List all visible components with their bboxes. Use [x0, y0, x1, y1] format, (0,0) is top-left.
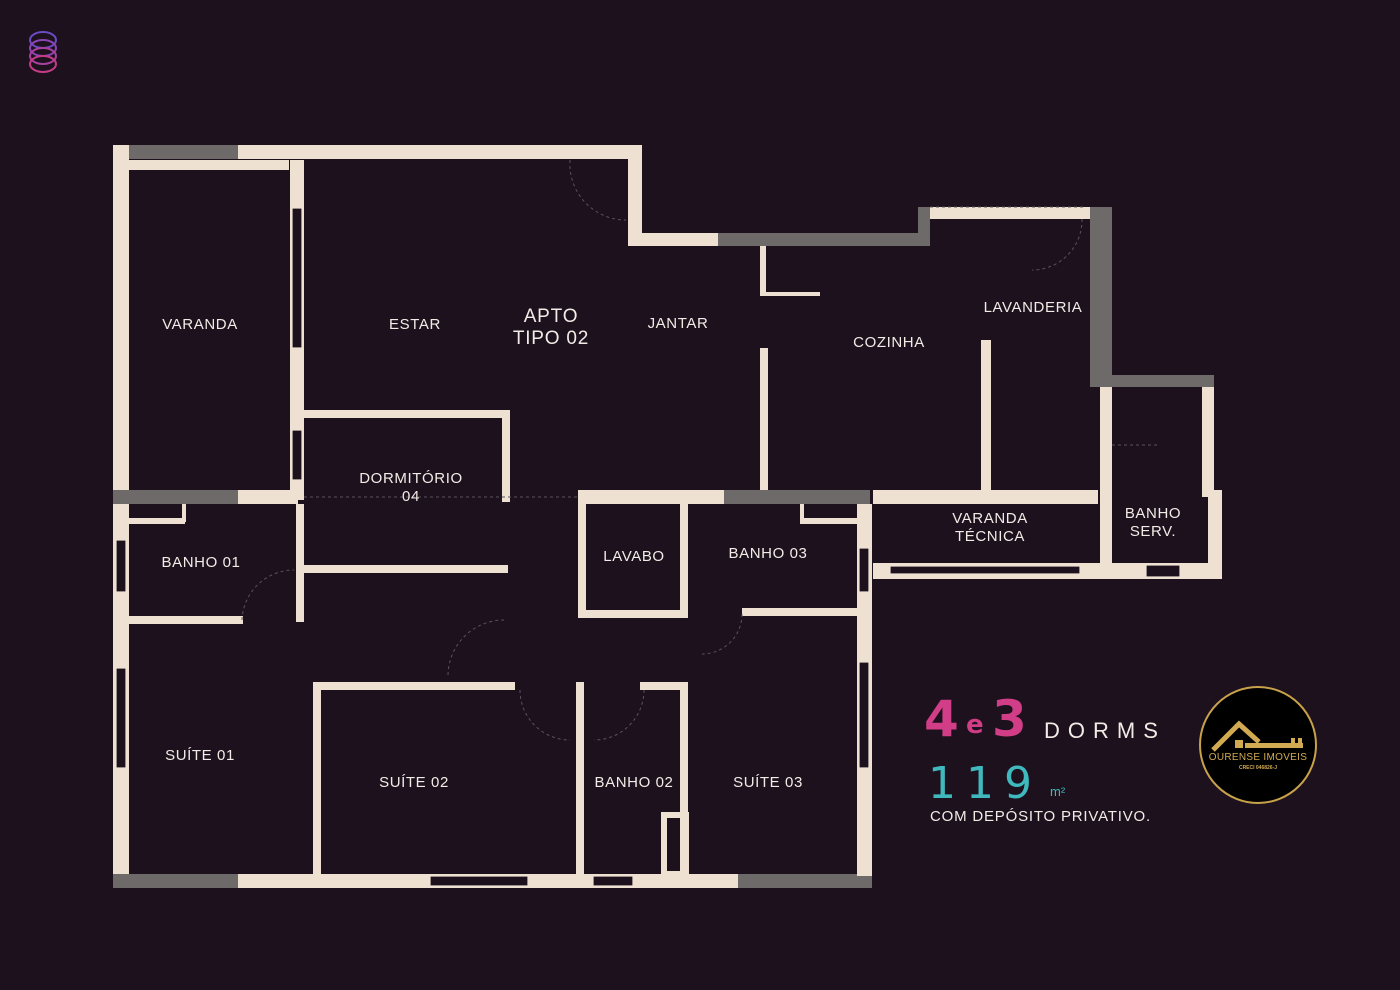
room-suite-01: SUÍTE 01 [165, 747, 235, 764]
wall-lav-top [930, 207, 1090, 219]
deposit-note: COM DEPÓSITO PRIVATIVO. [930, 808, 1151, 825]
wall-mid-concrete-left [113, 490, 238, 504]
wall-jantar-stub-h [760, 292, 820, 296]
wall-banho3-stub-h [800, 518, 857, 524]
wall-jantar-divider [760, 348, 768, 490]
wall-dorm4-bottom [304, 565, 508, 573]
wall-top [238, 145, 642, 159]
wall-top-concrete [113, 145, 238, 159]
room-banho-03: BANHO 03 [728, 545, 808, 562]
room-suite-03: SUÍTE 03 [733, 774, 803, 791]
door-swings [241, 159, 1160, 741]
plan-title-line1: APTO [523, 306, 579, 327]
wall-bottom-concrete-right [738, 874, 872, 888]
apartment-info: 4 e 3 DORMS 119 m² COM DEPÓSITO PRIVATIV… [922, 690, 1182, 840]
wall-suite2-left [313, 682, 321, 874]
wall-bs-left [1100, 387, 1112, 497]
logo-name: OURENSE IMOVEIS [1208, 752, 1308, 763]
room-estar: ESTAR [389, 316, 441, 333]
room-suite-02: SUÍTE 02 [379, 774, 449, 791]
room-lavanderia: LAVANDERIA [983, 299, 1083, 316]
wall-banho3-stub [800, 504, 804, 522]
room-banho-02: BANHO 02 [594, 774, 674, 791]
wall-jantar-stub [760, 246, 766, 294]
room-varanda-tecnica: VARANDA TÉCNICA [952, 510, 1028, 545]
wall-kitchen-mid [981, 340, 991, 500]
realtor-logo: OURENSE IMOVEIS CRECI 046826-J [1199, 686, 1317, 804]
wall-banho2-box [661, 812, 689, 877]
wall-jantar-top-concrete [718, 233, 930, 246]
house-key-icon [1211, 720, 1303, 752]
wall-bs-left-low [1100, 490, 1112, 570]
wall-bs-right-low [1208, 490, 1222, 578]
wall-banho1-right [296, 504, 304, 622]
wall-banho2-right [680, 682, 688, 874]
room-lavabo: LAVABO [603, 548, 665, 565]
wall-jantar-top [628, 233, 718, 246]
wall-bs-top [1112, 375, 1214, 387]
area-unit: m² [1050, 784, 1066, 799]
room-dormitorio-04: DORMITÓRIO 04 [359, 470, 463, 505]
wall-bs-right [1202, 387, 1214, 497]
wall-dorm4-right [502, 410, 510, 502]
room-banho-01: BANHO 01 [161, 554, 241, 571]
dorms-count-3: 3 [992, 690, 1027, 748]
dorms-count-4: 4 [924, 690, 959, 748]
wall-mid-concrete-right [724, 490, 870, 504]
wall-mid [238, 490, 298, 504]
wall-lavabo-right [680, 498, 688, 616]
logo-creci: CRECI 046826-J [1238, 765, 1278, 771]
wall-banho2-top [640, 682, 688, 690]
wall-bottom-concrete-left [113, 874, 238, 888]
wall-banho1-stub-h [129, 518, 185, 524]
wall-lav-step [918, 207, 930, 245]
wall-dorm4-top [304, 410, 508, 418]
wall-banho1-bottom [129, 616, 243, 624]
brand-rings-icon [29, 31, 57, 73]
room-jantar: JANTAR [647, 315, 709, 332]
room-cozinha: COZINHA [853, 334, 925, 351]
walls [113, 145, 1222, 888]
area-value: 119 [928, 758, 1042, 809]
wall-lavabo-left [578, 504, 586, 616]
dorms-connector: e [966, 710, 984, 740]
wall-varanda-inner [129, 160, 289, 170]
dorms-label: DORMS [1044, 718, 1166, 743]
wall-banho1-stub [182, 504, 186, 522]
wall-banho3-bottom [742, 608, 857, 616]
windows [115, 200, 1181, 887]
wall-lavabo-bottom [578, 610, 688, 618]
wall-suite2-top [313, 682, 515, 690]
wall-right-top [628, 145, 642, 245]
wall-mid-right [578, 490, 724, 504]
room-varanda: VARANDA [162, 316, 238, 333]
room-banho-serv: BANHO SERV. [1124, 505, 1182, 540]
wall-corridor-left [576, 682, 584, 874]
plan-title-line2: TIPO 02 [512, 328, 590, 349]
wall-lav-right [1090, 207, 1112, 387]
plan-title: APTO TIPO 02 [513, 306, 589, 350]
